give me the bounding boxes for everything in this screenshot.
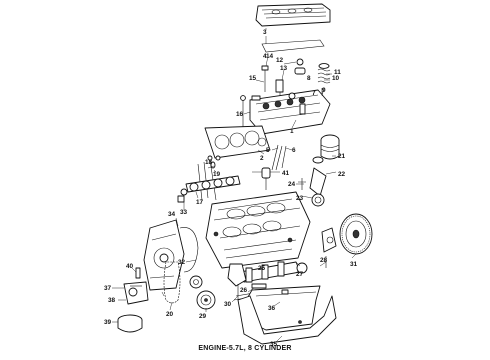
small-head-parts <box>288 92 306 115</box>
callout-36: 36 <box>268 305 276 312</box>
callout-12: 12 <box>276 57 284 64</box>
callout-1: 1 <box>290 128 294 135</box>
callout-19: 19 <box>213 171 221 178</box>
lifter <box>261 167 271 190</box>
callout-21: 21 <box>338 153 346 160</box>
rear-seal <box>321 227 337 268</box>
callout-14: 14 <box>266 53 274 60</box>
oil-filter <box>117 314 143 333</box>
callout-37: 37 <box>104 285 112 292</box>
callout-25: 25 <box>258 265 266 272</box>
callout-13: 13 <box>280 65 288 72</box>
callout-numbers: 3 4 12 14 13 15 11 10 9 8 7 1 16 2 5 6 2… <box>104 29 358 348</box>
head-gasket <box>204 125 271 159</box>
rocker-parts <box>261 58 306 100</box>
callout-3: 3 <box>263 29 267 36</box>
callout-7: 7 <box>312 90 316 97</box>
valve-cover <box>255 3 331 27</box>
cylinder-head <box>249 89 331 135</box>
callout-34: 34 <box>168 211 176 218</box>
callout-39: 39 <box>104 319 112 326</box>
oil-filter-adapter <box>123 267 149 305</box>
callout-6: 6 <box>292 147 296 154</box>
callout-17: 17 <box>196 199 204 206</box>
callout-23: 23 <box>296 195 304 202</box>
callout-4: 4 <box>263 53 267 60</box>
callout-35: 35 <box>270 341 278 348</box>
callout-20: 20 <box>166 311 174 318</box>
callout-10: 10 <box>332 75 340 82</box>
callout-40: 40 <box>126 263 134 270</box>
pan-drain-plug <box>281 289 289 295</box>
callout-9: 9 <box>322 87 326 94</box>
timing-gasket <box>179 227 199 273</box>
callout-2: 2 <box>260 155 264 162</box>
callout-11: 11 <box>334 69 341 76</box>
callout-18: 18 <box>205 159 213 166</box>
oil-pump <box>227 263 247 300</box>
callout-41: 41 <box>282 170 290 177</box>
camshaft <box>177 175 241 203</box>
callout-29: 29 <box>199 313 207 320</box>
callout-30: 30 <box>224 301 232 308</box>
callout-33: 33 <box>180 209 188 216</box>
crankshaft <box>233 261 308 301</box>
callout-27: 27 <box>296 271 304 278</box>
callout-5: 5 <box>266 147 270 154</box>
valve-cover-gasket <box>261 39 325 53</box>
callout-32: 32 <box>178 259 186 266</box>
crank-sprocket <box>189 275 203 289</box>
timing-chain <box>163 261 181 304</box>
oil-pan <box>237 285 337 345</box>
callout-15: 15 <box>249 75 257 82</box>
callout-16: 16 <box>236 111 244 118</box>
engine-block <box>205 191 311 269</box>
leader-lines <box>112 28 357 343</box>
callout-31: 31 <box>350 261 358 268</box>
callout-26: 26 <box>240 287 248 294</box>
callout-8: 8 <box>307 75 311 82</box>
timing-cover <box>143 219 185 291</box>
piston-assembly <box>298 134 340 207</box>
callout-28: 28 <box>320 257 328 264</box>
flywheel <box>339 213 373 255</box>
harmonic-balancer <box>196 290 216 310</box>
bolts <box>271 144 287 171</box>
diagram-caption: ENGINE-5.7L, 8 CYLINDER <box>198 345 292 352</box>
callout-24: 24 <box>288 181 296 188</box>
callout-22: 22 <box>338 171 346 178</box>
callout-38: 38 <box>108 297 116 304</box>
